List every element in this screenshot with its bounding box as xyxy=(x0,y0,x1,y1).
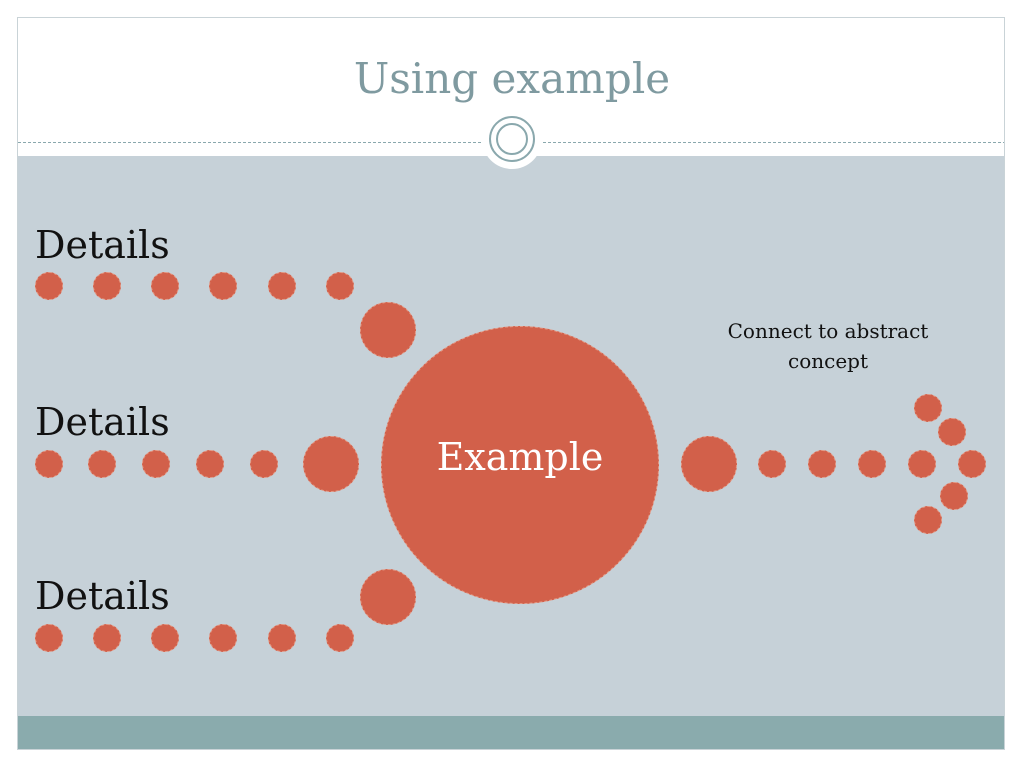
slide: Using example xyxy=(17,17,1005,750)
ornament-outer-ring xyxy=(489,116,535,162)
detail-connector-dot-bottom xyxy=(360,569,416,625)
arrow-dot-start xyxy=(681,436,737,492)
detail-connector-dot-middle xyxy=(303,436,359,492)
detail-dot-top-4 xyxy=(209,272,237,300)
details-label-bottom: Details xyxy=(35,574,170,618)
slide-title: Using example xyxy=(353,54,671,103)
arrowhead-dot-upper-1 xyxy=(914,394,942,422)
arrow-dot-3 xyxy=(858,450,886,478)
arrow-dot-1 xyxy=(758,450,786,478)
ornament-inner-ring xyxy=(496,123,528,155)
example-label: Example xyxy=(436,435,604,479)
detail-dot-middle-1 xyxy=(35,450,63,478)
arrow-dot-2 xyxy=(808,450,836,478)
detail-connector-dot-top xyxy=(360,302,416,358)
detail-dot-middle-5 xyxy=(250,450,278,478)
detail-dot-top-1 xyxy=(35,272,63,300)
arrowhead-dot-tip xyxy=(958,450,986,478)
arrowhead-dot-upper-2 xyxy=(938,418,966,446)
detail-dot-bottom-1 xyxy=(35,624,63,652)
detail-dot-bottom-4 xyxy=(209,624,237,652)
details-label-middle: Details xyxy=(35,400,170,444)
footer-band xyxy=(18,716,1004,749)
detail-dot-top-2 xyxy=(93,272,121,300)
detail-dot-bottom-2 xyxy=(93,624,121,652)
detail-dot-top-6 xyxy=(326,272,354,300)
detail-dot-top-5 xyxy=(268,272,296,300)
arrowhead-dot-lower-2 xyxy=(914,506,942,534)
detail-dot-bottom-3 xyxy=(151,624,179,652)
detail-dot-middle-2 xyxy=(88,450,116,478)
abstract-concept-label: Connect to abstract concept xyxy=(727,319,929,373)
detail-dot-middle-4 xyxy=(196,450,224,478)
arrowhead-dot-lower-1 xyxy=(940,482,968,510)
circle-ornament-icon xyxy=(482,109,542,169)
detail-dot-top-3 xyxy=(151,272,179,300)
detail-dot-middle-3 xyxy=(142,450,170,478)
detail-dot-bottom-5 xyxy=(268,624,296,652)
arrow-dot-4 xyxy=(908,450,936,478)
example-circle xyxy=(381,326,659,604)
detail-dot-bottom-6 xyxy=(326,624,354,652)
details-label-top: Details xyxy=(35,223,170,267)
